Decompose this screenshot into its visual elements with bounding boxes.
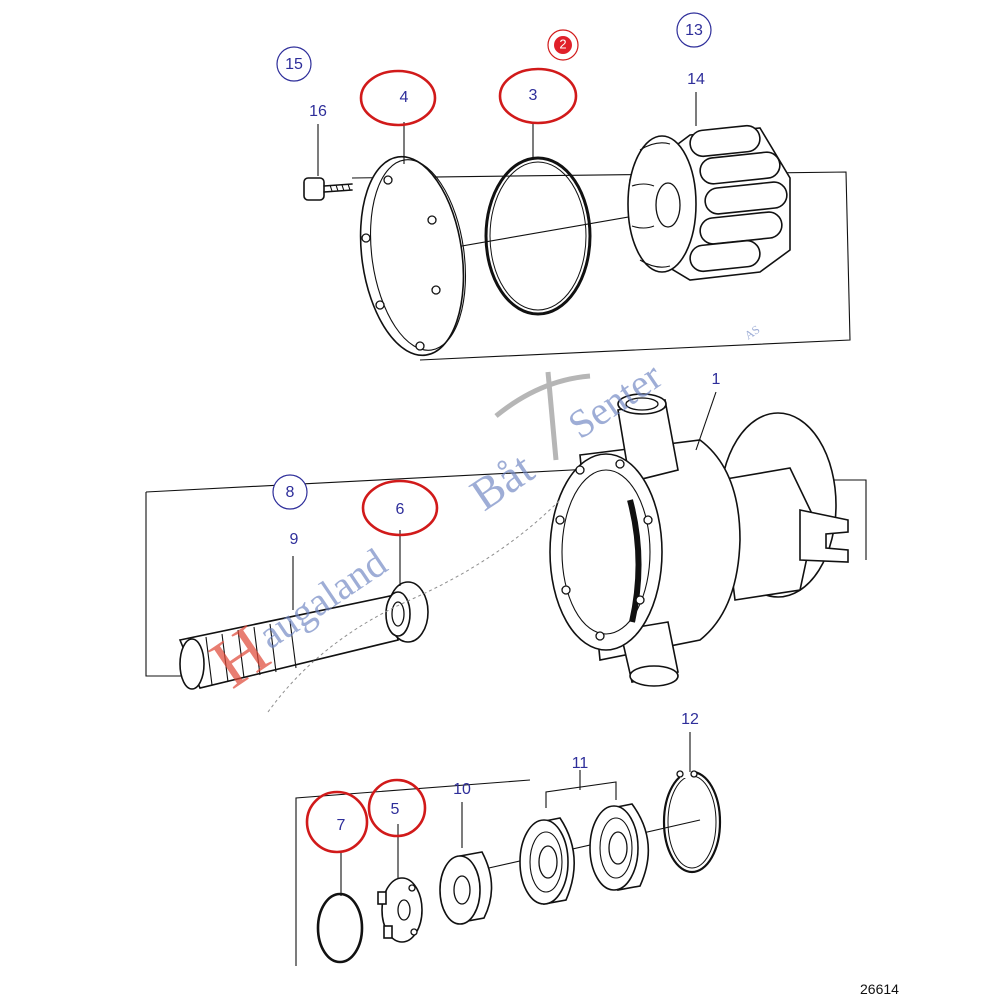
- callout-15: 15: [285, 56, 303, 73]
- cover-plate: [359, 155, 467, 357]
- pump-shaft: [178, 595, 399, 690]
- upper-assembly: [303, 124, 851, 361]
- callout-2: 2: [559, 36, 566, 51]
- callout-11: 11: [572, 755, 589, 772]
- watermark-anchor-mark: [494, 371, 591, 461]
- circlip: [662, 768, 722, 874]
- callout-7: 7: [337, 817, 346, 834]
- guide-chain-line: [267, 499, 561, 713]
- pump-housing: [549, 393, 849, 687]
- callout-12: 12: [681, 711, 699, 728]
- badge-fill-2: [554, 36, 572, 54]
- watermark-suffix: AS: [742, 322, 763, 342]
- lower-assembly: [295, 768, 722, 966]
- bracket-11: [545, 781, 617, 808]
- callout-markers: [272, 12, 712, 854]
- callout-8: 8: [286, 484, 295, 501]
- lower-frame-line: [295, 779, 531, 966]
- callout-4: 4: [400, 89, 409, 106]
- middle-frame-right: [820, 479, 867, 560]
- screw: [303, 177, 353, 201]
- leader-lines: [292, 92, 717, 896]
- highlight-ring-3: [498, 67, 578, 125]
- impeller: [627, 124, 791, 281]
- callout-circle-15: [276, 46, 312, 82]
- callout-3: 3: [529, 87, 538, 104]
- callout-circle-8: [272, 474, 308, 510]
- callout-6: 6: [396, 501, 405, 518]
- o-ring-lower: [316, 892, 364, 964]
- callout-circle-13: [676, 12, 712, 48]
- lower-seal: [439, 851, 493, 925]
- badge-ring-2: [547, 29, 579, 61]
- o-ring-cover: [484, 156, 592, 316]
- figure-number: 26614: [860, 981, 899, 997]
- middle-frame-top: [145, 467, 611, 493]
- shaft-seal: [385, 581, 429, 643]
- highlight-ring-5: [367, 778, 427, 838]
- watermark-word2: Båt: [461, 442, 543, 520]
- ball-bearing-1: [519, 817, 575, 905]
- callout-14: 14: [687, 71, 705, 88]
- callout-10: 10: [453, 781, 471, 798]
- highlight-ring-4: [359, 69, 437, 127]
- drive-flange: [377, 877, 423, 943]
- upper-frame-line: [351, 171, 851, 361]
- callout-13: 13: [685, 22, 703, 39]
- callout-labels: 1 2 3 4 5 6 7 8 9 10 11 12 13 14 15 16: [285, 22, 720, 834]
- highlight-ring-7: [305, 790, 369, 854]
- highlight-ring-6: [361, 479, 439, 537]
- callout-9: 9: [290, 531, 299, 548]
- callout-5: 5: [391, 801, 400, 818]
- ball-bearing-2: [589, 803, 650, 891]
- callout-16: 16: [309, 103, 327, 120]
- middle-assembly: [145, 393, 867, 713]
- callout-1: 1: [712, 371, 721, 388]
